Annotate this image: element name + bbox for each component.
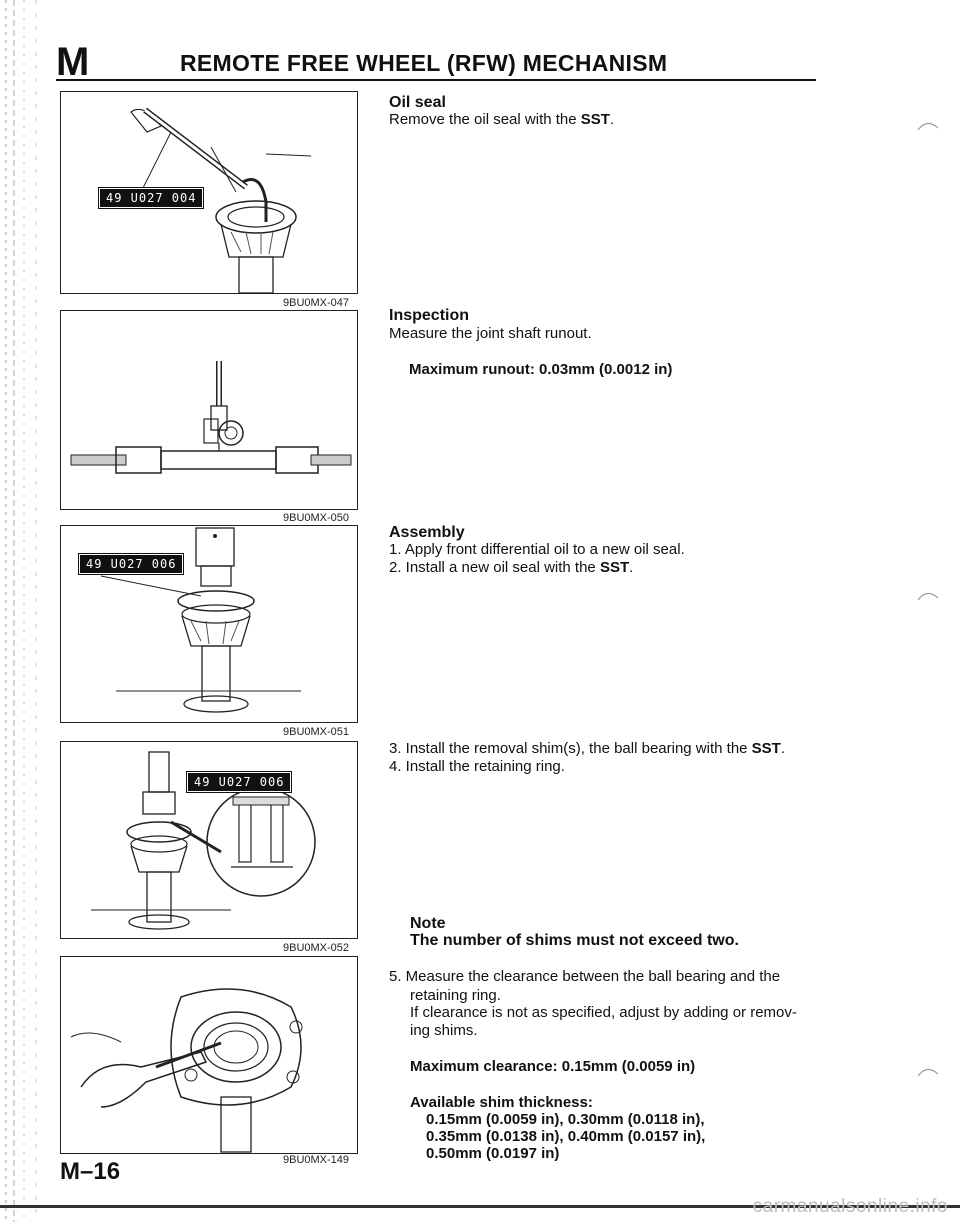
shim-heading: Available shim thickness:: [410, 1094, 593, 1111]
clearance-measurement-illustration: [70, 988, 303, 1153]
page-title: REMOTE FREE WHEEL (RFW) MECHANISM: [180, 50, 668, 76]
heading-oil-seal: Oil seal: [389, 94, 446, 111]
assembly-step-5: 5. Measure the clearance between the bal…: [389, 968, 781, 985]
figure-code: 9BU0MX-052: [283, 942, 350, 954]
assembly-step-5-cont: ing shims.: [410, 1022, 478, 1039]
section-letter: M: [56, 40, 91, 84]
heading-assembly: Assembly: [389, 524, 465, 541]
figure-code: 9BU0MX-050: [283, 512, 350, 524]
figure-code: 9BU0MX-047: [283, 297, 350, 309]
figure-code: 9BU0MX-051: [283, 726, 350, 738]
oil-seal-instruction: Remove the oil seal with the SST.: [389, 111, 615, 128]
assembly-step-1: 1. Apply front differential oil to a new…: [389, 541, 685, 558]
figure-oil-seal-installation: 49 U027 006: [60, 525, 358, 723]
figure-clearance-measurement: [60, 956, 358, 1154]
assembly-step-3: 3. Install the removal shim(s), the ball…: [389, 740, 786, 757]
sst-label: 49 U027 006: [185, 771, 293, 793]
figure-code: 9BU0MX-149: [283, 1154, 350, 1166]
shim-sizes: 0.15mm (0.0059 in), 0.30mm (0.0118 in),: [426, 1111, 705, 1128]
bearing-installation-illustration: [91, 751, 316, 930]
runout-inspection-illustration: [70, 361, 352, 474]
shim-sizes: 0.35mm (0.0138 in), 0.40mm (0.0157 in),: [426, 1128, 706, 1145]
oil-seal-removal-illustration: [130, 107, 312, 293]
binding-edge: [5, 0, 37, 1222]
margin-mark: [917, 593, 939, 601]
sst-label: 49 U027 006: [77, 553, 185, 575]
margin-mark: [917, 1069, 939, 1077]
margin-mark: [917, 123, 939, 131]
footer-rule: [0, 1205, 960, 1208]
sst-label: 49 U027 004: [97, 187, 205, 209]
assembly-step-4: 4. Install the retaining ring.: [389, 758, 565, 775]
heading-inspection: Inspection: [389, 307, 470, 324]
shim-sizes: 0.50mm (0.0197 in): [426, 1145, 560, 1162]
note-text: The number of shims must not exceed two.: [410, 932, 739, 949]
figure-runout-inspection: [60, 310, 358, 510]
assembly-step-2: 2. Install a new oil seal with the SST.: [389, 559, 634, 576]
runout-spec: Maximum runout: 0.03mm (0.0012 in): [409, 361, 673, 378]
figure-bearing-installation: 49 U027 006: [60, 741, 358, 939]
watermark: carmanualsonline.info: [752, 1196, 948, 1217]
oil-seal-installation-illustration: [100, 527, 301, 713]
inspection-instruction: Measure the joint shaft runout.: [389, 325, 592, 342]
header-rule: [56, 79, 816, 81]
page-number: M–16: [60, 1158, 121, 1185]
clearance-spec: Maximum clearance: 0.15mm (0.0059 in): [410, 1058, 696, 1075]
figure-oil-seal-removal: 49 U027 004: [60, 91, 358, 294]
assembly-step-5-cont: If clearance is not as specified, adjust…: [410, 1004, 797, 1021]
assembly-step-5-cont: retaining ring.: [410, 987, 501, 1004]
note-label: Note: [410, 915, 446, 932]
